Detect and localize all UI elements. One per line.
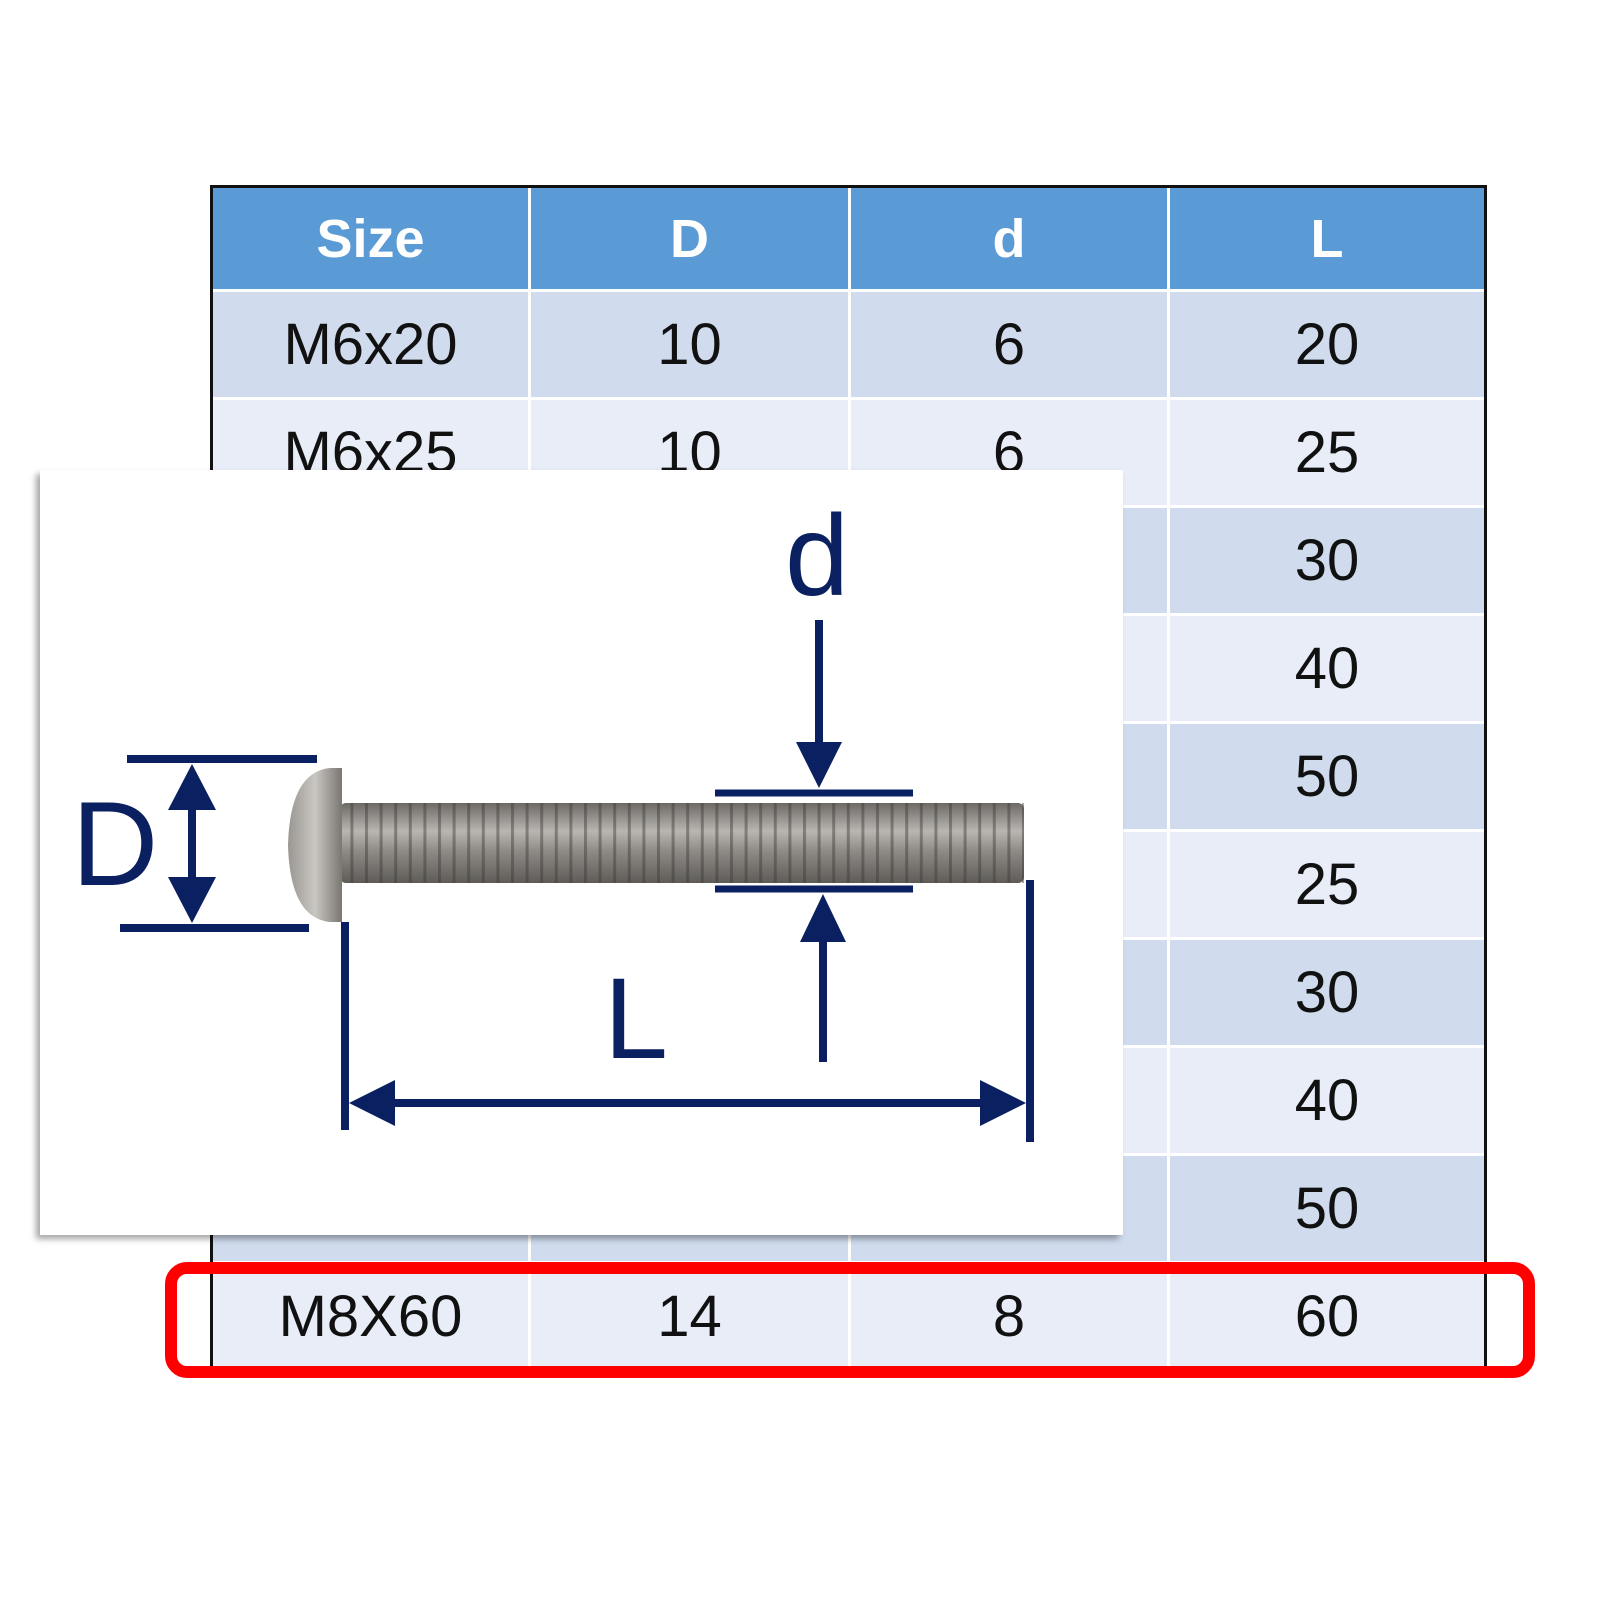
cell-L: 25	[1294, 852, 1360, 917]
cell-L: 50	[1294, 744, 1360, 809]
label-D: D	[72, 777, 159, 911]
cell-d	[851, 940, 1170, 1045]
cell-d: 8	[851, 1264, 1170, 1369]
cell-d	[851, 508, 1170, 613]
cell-L: 30	[1294, 528, 1360, 593]
header-D: D	[531, 188, 851, 289]
cell-d	[851, 616, 1170, 721]
cell-d	[851, 724, 1170, 829]
label-L: L	[604, 955, 668, 1083]
cell-D: 10	[531, 292, 851, 397]
cell-d	[851, 1048, 1170, 1153]
cell-L: 40	[1294, 1068, 1360, 1133]
cell-L: 60	[1294, 1284, 1360, 1349]
header-L: L	[1310, 208, 1344, 269]
dimension-lines	[120, 620, 1034, 1142]
cell-L: 20	[1294, 312, 1360, 377]
label-d: d	[785, 492, 849, 620]
header-d: d	[851, 188, 1170, 289]
cell-size: M8X60	[213, 1264, 531, 1369]
cell-L: 40	[1294, 636, 1360, 701]
cell-L: 25	[1294, 420, 1360, 485]
cell-D: 14	[531, 1264, 851, 1369]
cell-L: 30	[1294, 960, 1360, 1025]
cell-d	[851, 832, 1170, 937]
highlighted-row-outline	[165, 1262, 1535, 1378]
cell-size: M6x20	[213, 292, 531, 397]
table-header: Size D d L	[213, 188, 1484, 292]
bolt-image	[288, 768, 1024, 922]
header-size: Size	[213, 188, 531, 289]
cell-L: 50	[1294, 1176, 1360, 1241]
cell-d	[851, 1156, 1170, 1261]
cell-d: 6	[851, 292, 1170, 397]
